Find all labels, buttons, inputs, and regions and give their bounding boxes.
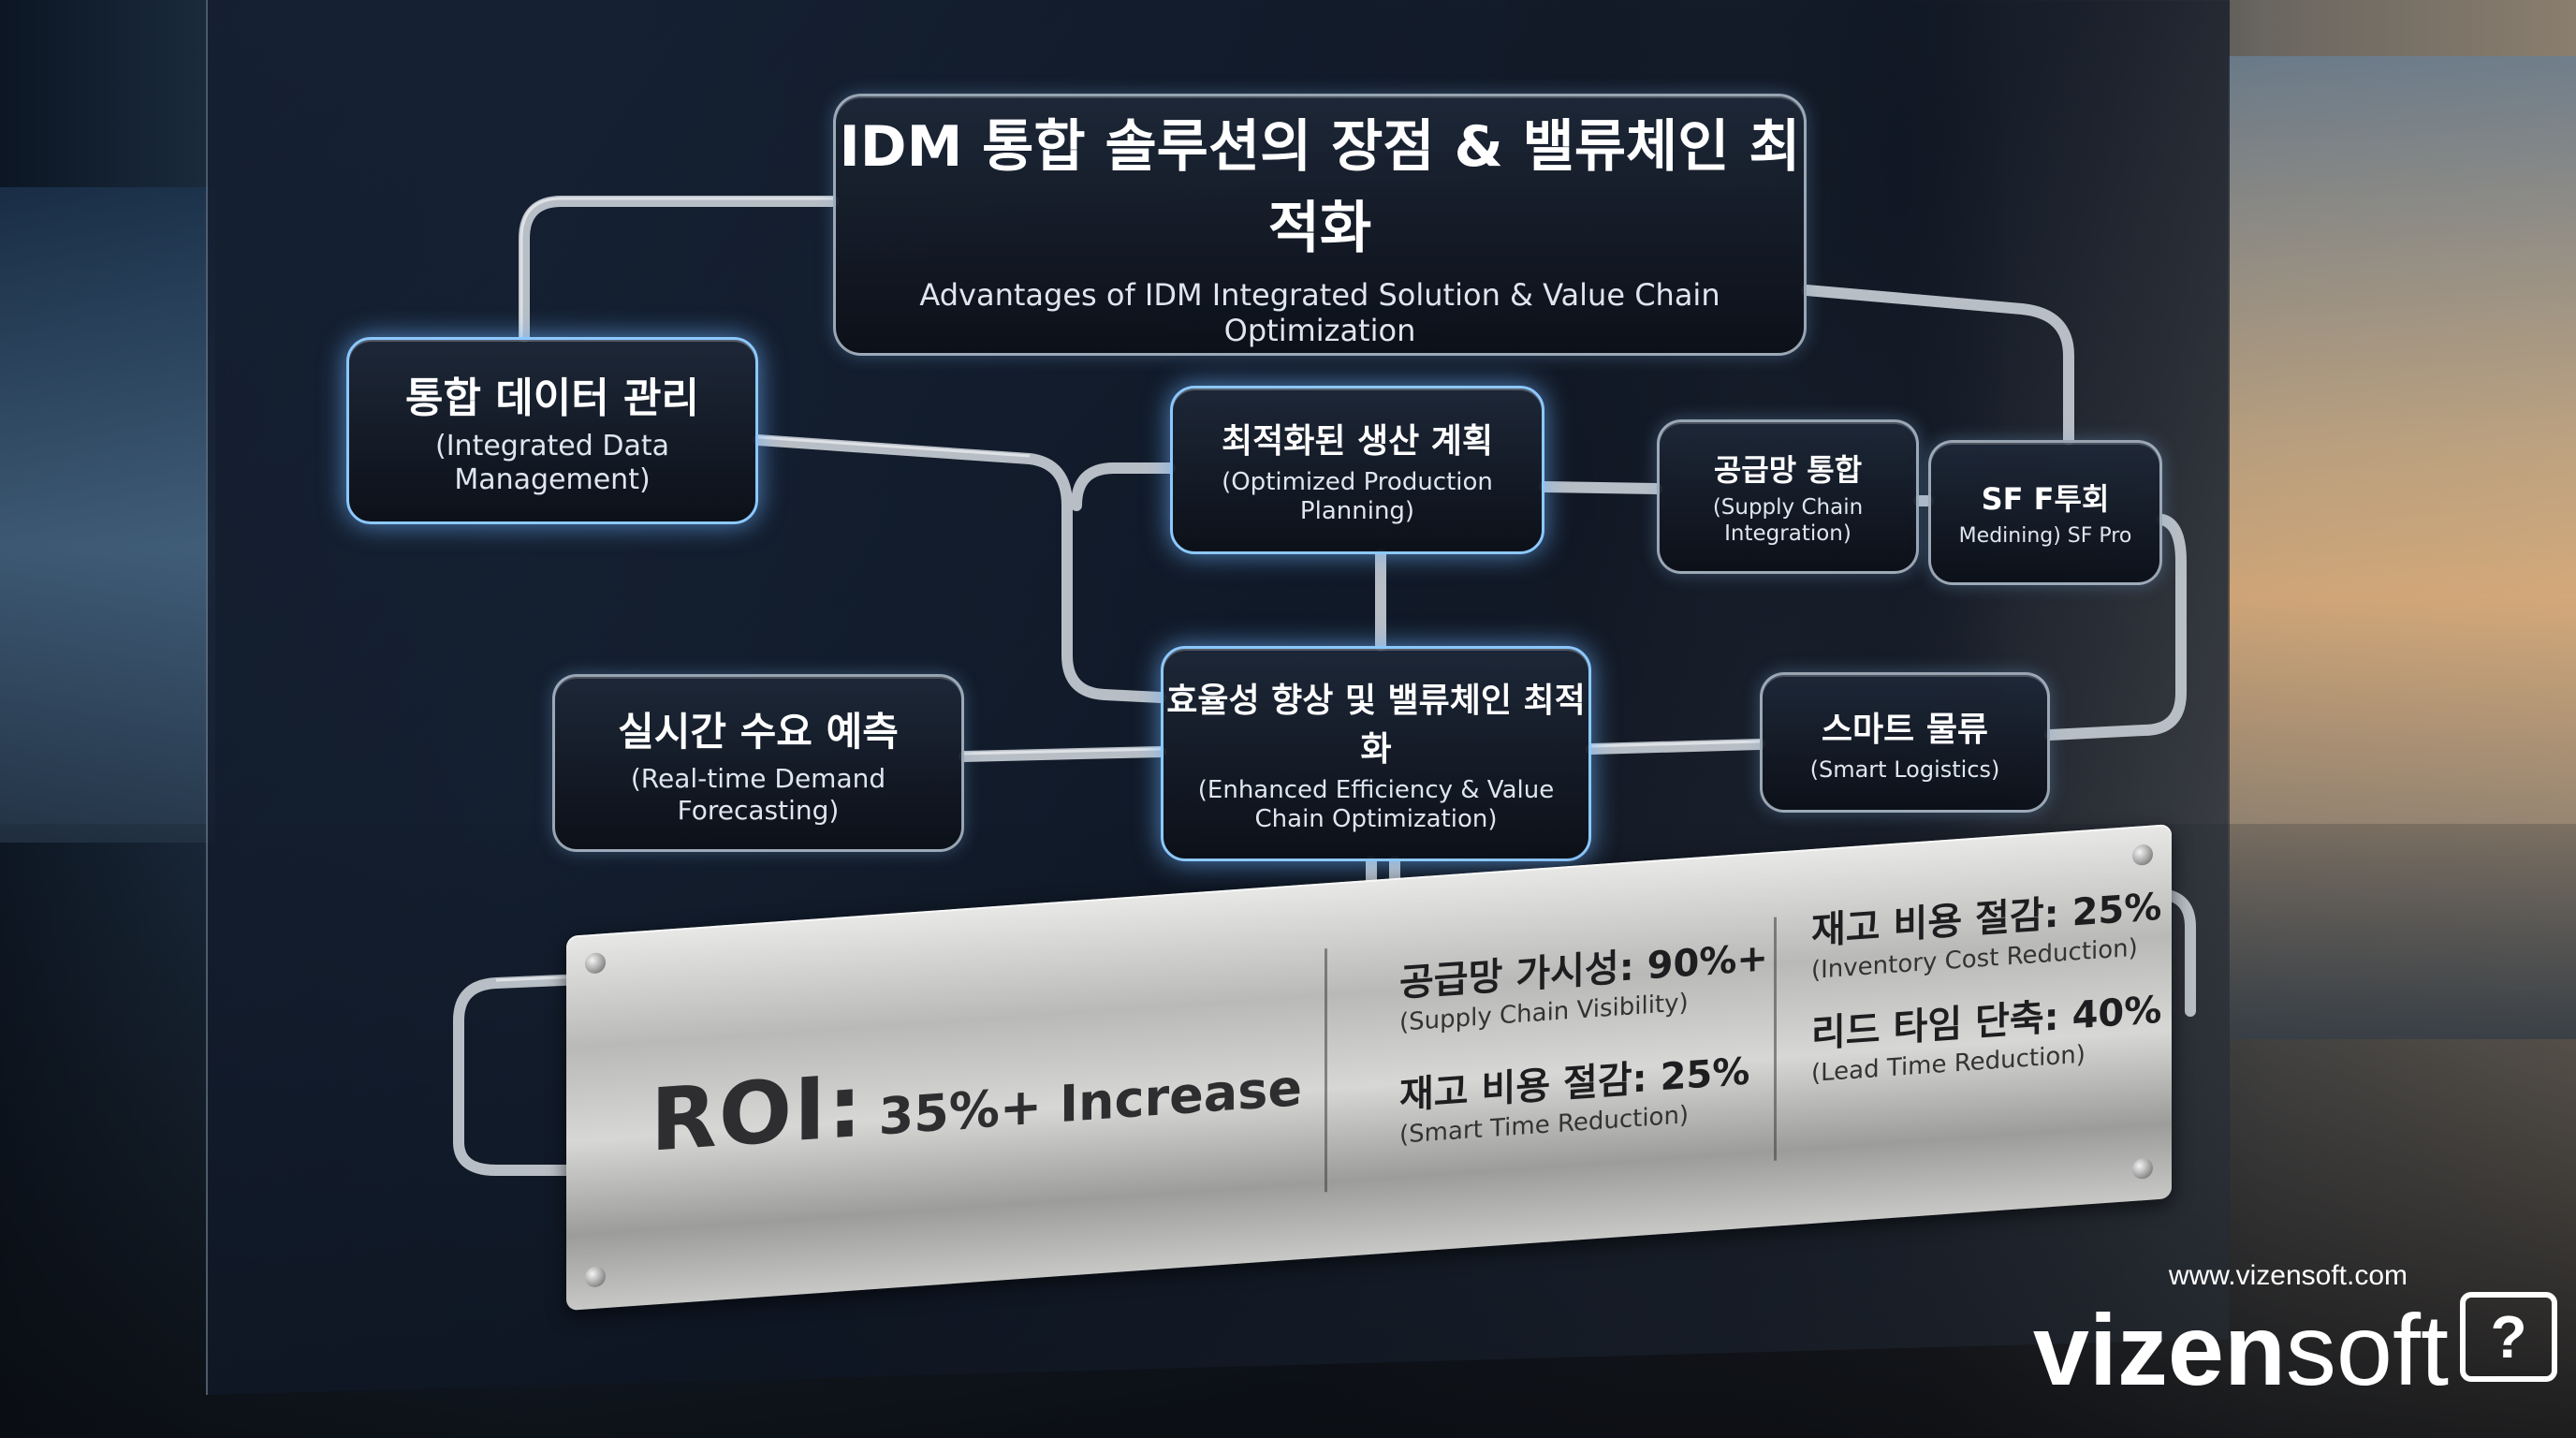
node-label-ko: 효율성 향상 및 밸류체인 최적화 (1166, 681, 1586, 769)
node-production-planning: 최적화된 생산 계획 (Optimized Production Plannin… (1170, 386, 1544, 554)
node-label-en: (Enhanced Efficiency & Value Chain Optim… (1197, 775, 1555, 833)
node-label-en: (Integrated Data Management) (435, 430, 669, 496)
diagram-title-box: IDM 통합 솔루션의 장점 & 밸류체인 최적화 Advantages of … (833, 94, 1807, 356)
node-value-chain-core: 효율성 향상 및 밸류체인 최적화 (Enhanced Efficiency &… (1161, 646, 1591, 861)
pipe-demand-core (959, 746, 1166, 762)
node-label-ko: SF F투회 (1981, 481, 2110, 518)
node-label-en: (Real-time Demand Forecasting) (630, 762, 886, 826)
diagram-subtitle: Advantages of IDM Integrated Solution & … (919, 276, 1720, 348)
rivet (585, 952, 606, 975)
node-integrated-data: 통합 데이터 관리 (Integrated Data Management) (346, 337, 758, 524)
node-sf-pro: SF F투회 Medining) SF Pro (1928, 440, 2162, 585)
vizensoft-brand: www.vizensoft.com vizen soft ? (2033, 1260, 2557, 1401)
node-supply-chain: 공급망 통합 (Supply Chain Integration) (1657, 419, 1919, 574)
roi-label: ROI: (651, 1055, 865, 1171)
office-window-left (0, 187, 215, 843)
node-label-en: (Smart Logistics) (1809, 756, 2000, 783)
roi-display: ROI: 35%+ Increase (651, 1025, 1302, 1171)
node-label-ko: 최적화된 생산 계획 (1221, 421, 1494, 461)
node-label-ko: 통합 데이터 관리 (405, 374, 699, 422)
brand-url: www.vizensoft.com (2168, 1260, 2408, 1291)
brand-logo: vizen soft ? (2033, 1292, 2557, 1401)
node-label-ko: 실시간 수요 예측 (618, 708, 899, 755)
metric-inventory-cost-1: 재고 비용 절감: 25% (Smart Time Reduction) (1399, 1041, 1749, 1150)
pipe-title-sff (1801, 285, 2074, 446)
pipe-core-left (1071, 462, 1176, 511)
logo-text-light: soft (2285, 1293, 2449, 1406)
pipe-plan-supply (1539, 481, 1662, 494)
plate-divider (1325, 948, 1327, 1193)
node-label-en: Medining) SF Pro (1958, 524, 2132, 549)
roi-value: 35%+ Increase (878, 1058, 1302, 1147)
plate-divider (1774, 917, 1777, 1161)
pipe-title-data (519, 196, 839, 343)
node-label-ko: 공급망 통합 (1713, 451, 1863, 488)
diagram-title: IDM 통합 솔루션의 장점 & 밸류체인 최적화 (839, 113, 1801, 261)
metric-lead-time: 리드 타임 단축: 40% (Lead Time Reduction) (1811, 979, 2161, 1088)
node-label-en: (Optimized Production Planning) (1222, 467, 1493, 525)
rivet (2132, 844, 2153, 867)
node-demand-forecasting: 실시간 수요 예측 (Real-time Demand Forecasting) (552, 674, 964, 852)
rivet (2132, 1157, 2153, 1181)
metric-inventory-cost-2: 재고 비용 절감: 25% (Inventory Cost Reduction) (1811, 876, 2161, 985)
pipe-sff-logi (2044, 514, 2187, 741)
question-bubble-icon: ? (2460, 1292, 2557, 1382)
node-label-en: (Supply Chain Integration) (1712, 494, 1864, 546)
metric-supply-visibility: 공급망 가시성: 90%+ (Supply Chain Visibility) (1399, 927, 1768, 1037)
pipe-data-core (753, 434, 1166, 703)
node-smart-logistics: 스마트 물류 (Smart Logistics) (1760, 672, 2050, 813)
rivet (585, 1266, 606, 1288)
logo-text-bold: vizen (2032, 1293, 2286, 1406)
node-label-ko: 스마트 물류 (1821, 710, 1989, 749)
pipe-core-logi (1586, 739, 1765, 755)
